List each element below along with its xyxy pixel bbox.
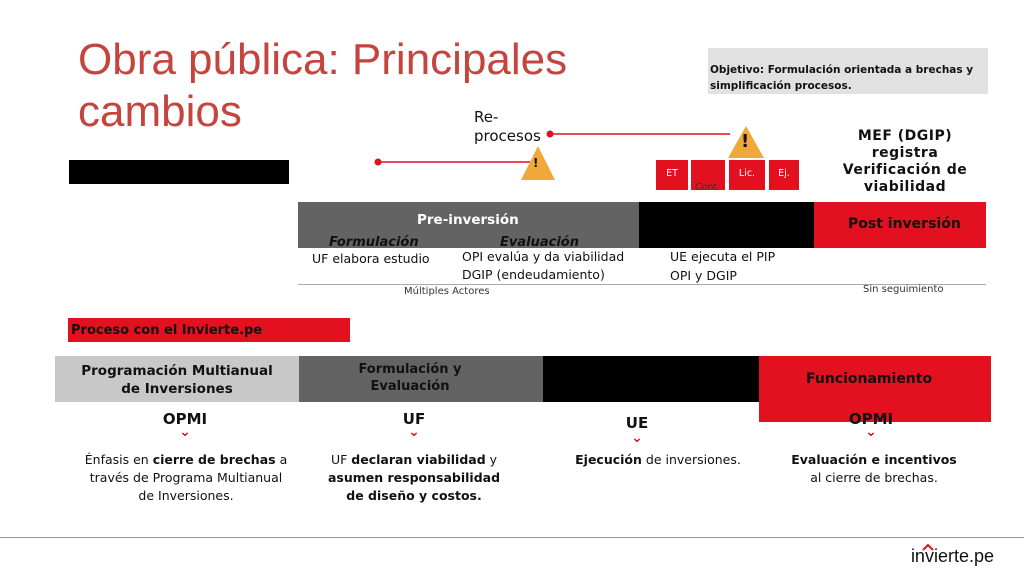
warning-icon [728,126,764,158]
programacion-label: Programación Multianual de Inversiones [81,363,273,397]
uf-estudio: UF elabora estudio [312,251,430,266]
invierte-logo: invierte.pe [910,546,994,566]
stage-et: ET [656,160,688,190]
desc-emphasis: Ejecución [575,452,642,467]
dgip: DGIP (endeudamiento) [462,267,605,282]
desc-text: a través de Programa Multianual de Inver… [89,452,288,503]
black-bar-left [69,160,289,184]
column-desc-ue: Ejecución de inversiones. [566,451,750,469]
preinversion-label: Pre-inversión [417,212,519,228]
divider-line [298,284,986,285]
funcionamiento-bar [759,356,991,422]
postinversion-label: Post inversión [848,216,961,232]
new-process-label-box [68,318,350,342]
column-head-ue: UE [625,414,649,432]
ejecucion-black-bar [543,356,759,402]
formulacion-label: Formulación [329,235,419,250]
page-title: Obra pública: Principales cambios [78,35,568,136]
warning-mark-1: ! [533,156,539,170]
reprocesos-label: Re-procesos [474,108,541,145]
chevron-down-icon: ⌄ [631,430,643,446]
desc-text: de inversiones. [641,452,741,467]
desc-text: y [485,452,498,467]
column-desc-opmi: Énfasis en cierre de brechas a través de… [84,451,288,505]
desc-emphasis: Evaluación e incentivos [791,452,957,467]
desc-emphasis: asumen responsabilidad de diseño y costo… [327,470,501,503]
column-head-opmi-2: OPMI [848,410,894,428]
inversion-black-bar [639,202,814,248]
programacion-bar [55,356,299,402]
chevron-down-icon: ⌄ [179,424,191,440]
desc-emphasis: declaran viabilidad [351,452,486,467]
column-desc-opmi-2: Evaluación e incentivos al cierre de brec… [774,451,974,487]
chevron-down-icon: ⌄ [408,424,420,440]
column-head-uf: UF [402,410,426,428]
multiples-actores: Múltiples Actores [404,286,490,297]
stage-lic: Lic. [729,160,765,190]
stage-cont-label: Cont [695,182,718,193]
new-process-label: Proceso con el Invierte.pe [71,323,263,338]
opi-evalua: OPI evalúa y da viabilidad [462,249,625,264]
stage-ej: Ej. [769,160,799,190]
sin-seguimiento: Sin seguimiento [863,284,944,295]
arrow-upper [546,130,730,138]
stage-cont [691,160,725,190]
objective-note: Objetivo: Formulación orientada a brecha… [708,48,988,94]
postinversion-bar [814,202,986,248]
desc-text: Énfasis en [84,452,153,467]
ue-ejecuta: UE ejecuta el PIP [670,249,776,264]
warning-icon [521,146,555,180]
column-desc-uf: UF declaran viabilidad y asumen responsa… [322,451,506,505]
warning-mark-2: ! [741,131,750,152]
desc-emphasis: cierre de brechas [152,452,276,467]
opi-dgip: OPI y DGIP [670,268,737,283]
formulacion-eval-bar [299,356,543,402]
reprocess-arrows [374,130,730,166]
funcionamiento-label: Funcionamiento [806,371,933,387]
preinversion-bar [298,202,639,248]
mef-label: MEF (DGIP) registra Verificación de viab… [842,128,968,195]
logo-accent-icon [922,543,934,551]
arrow-lower [374,158,540,166]
desc-text: UF [330,452,352,467]
evaluacion-label: Evaluación [500,235,579,250]
column-head-opmi: OPMI [162,410,208,428]
desc-text: al cierre de brechas. [810,470,938,485]
footer-line [0,537,1024,538]
chevron-down-icon: ⌄ [865,424,877,440]
formulacion-eval-label: Formulación y Evaluación [358,362,462,394]
